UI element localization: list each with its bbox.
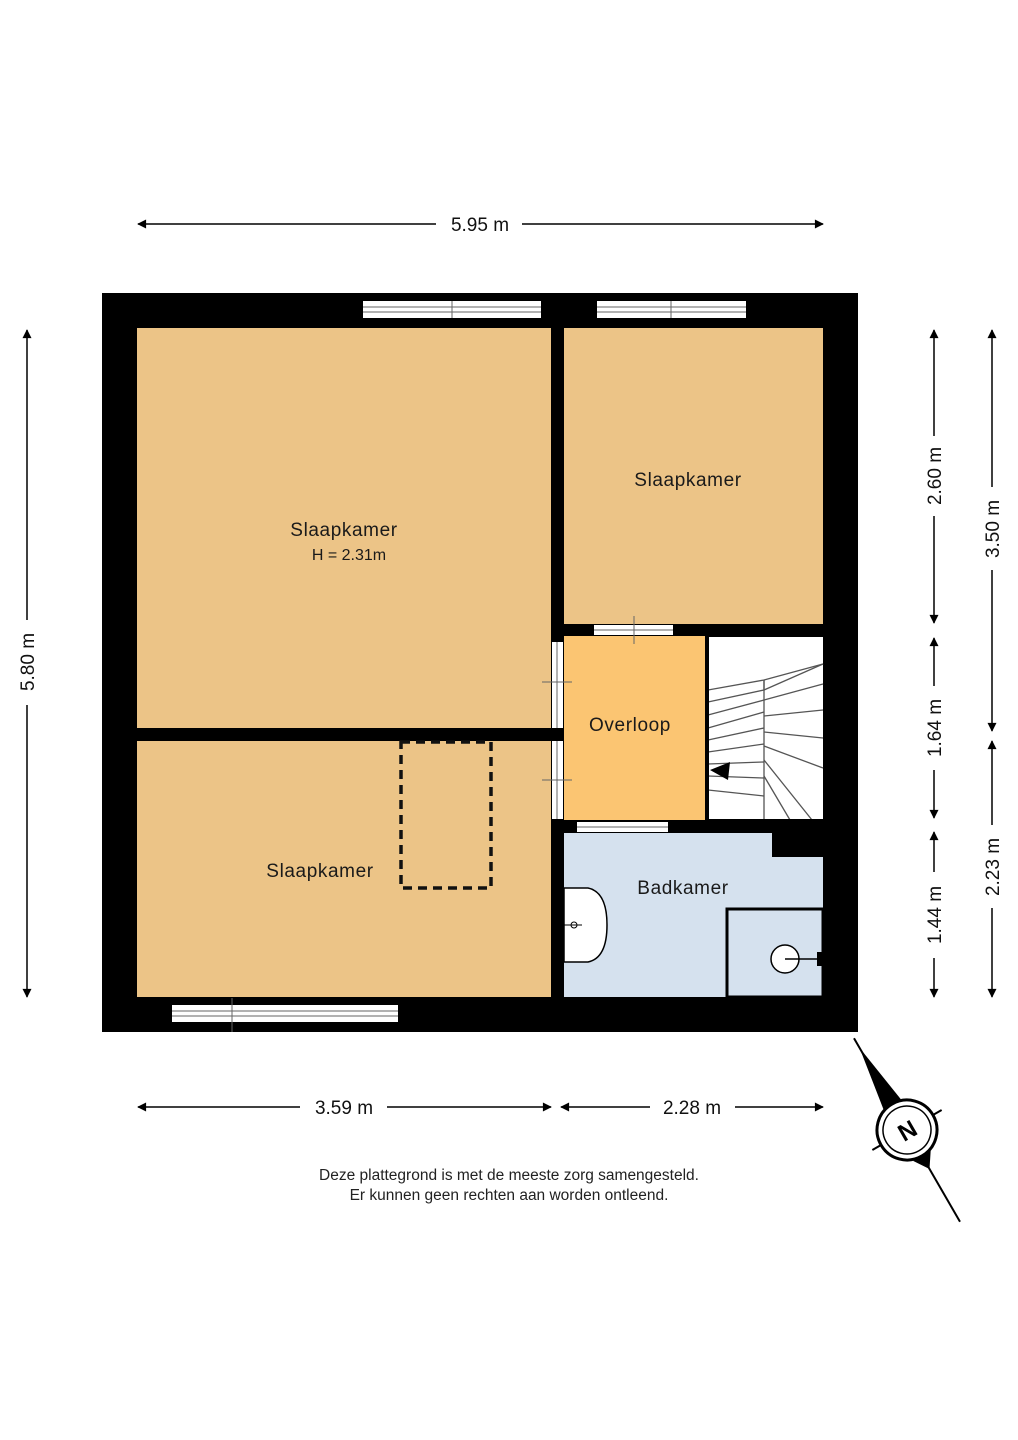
room-bedroom-small [564, 328, 823, 624]
dimension-total-height: 5.80 m [18, 329, 39, 998]
room-label-bathroom: Badkamer [637, 878, 728, 899]
dimension-bottom-left: 3.59 m [137, 1098, 552, 1119]
staircase [707, 635, 824, 821]
washbasin-icon [563, 887, 608, 963]
svg-text:3.59 m: 3.59 m [315, 1098, 373, 1119]
dimension-right-top: 2.60 m [925, 329, 946, 624]
dimension-bottom-right: 2.28 m [560, 1098, 824, 1119]
svg-text:1.44 m: 1.44 m [925, 886, 946, 944]
stair-direction-arrow-icon [710, 762, 730, 780]
door-landing-left-top [542, 642, 572, 728]
room-label-bedroom-bottom: Slaapkamer [266, 861, 373, 882]
room-label-landing: Overloop [589, 715, 671, 736]
svg-text:5.80 m: 5.80 m [18, 633, 39, 691]
room-label-bedroom-large-height: H = 2.31m [312, 547, 386, 564]
window-bottom [172, 998, 398, 1032]
room-landing [564, 636, 705, 820]
door-landing-top [594, 616, 673, 644]
disclaimer: Deze plattegrond is met de meeste zorg s… [0, 1166, 1018, 1206]
svg-text:1.64 m: 1.64 m [925, 699, 946, 757]
dimension-right-mid: 1.64 m [925, 637, 946, 819]
window-top-left [363, 301, 541, 318]
shower-drain-icon [770, 944, 823, 974]
dimension-far-right-bottom: 2.23 m [983, 740, 1004, 998]
disclaimer-line-2: Er kunnen geen rechten aan worden ontlee… [349, 1187, 669, 1204]
dimension-far-right-top: 3.50 m [983, 329, 1004, 732]
disclaimer-line-1: Deze plattegrond is met de meeste zorg s… [319, 1167, 699, 1184]
door-bathroom [577, 822, 668, 832]
room-label-bedroom-large: Slaapkamer [290, 520, 397, 541]
svg-text:2.28 m: 2.28 m [663, 1098, 721, 1119]
window-top-right [597, 301, 746, 318]
svg-text:3.50 m: 3.50 m [983, 500, 1004, 558]
dimension-right-bottom: 1.44 m [925, 831, 946, 998]
stairwell [708, 636, 823, 820]
room-bedroom-large [137, 328, 551, 728]
svg-text:5.95 m: 5.95 m [451, 215, 509, 236]
north-compass-icon: N [853, 1037, 961, 1223]
svg-text:2.60 m: 2.60 m [925, 447, 946, 505]
attic-hatch [399, 740, 493, 890]
svg-text:2.23 m: 2.23 m [983, 838, 1004, 896]
dimension-total-width: 5.95 m [137, 215, 824, 236]
room-bedroom-bottom [137, 741, 551, 997]
room-label-bedroom-small: Slaapkamer [634, 470, 741, 491]
door-landing-left-bottom [542, 741, 572, 819]
